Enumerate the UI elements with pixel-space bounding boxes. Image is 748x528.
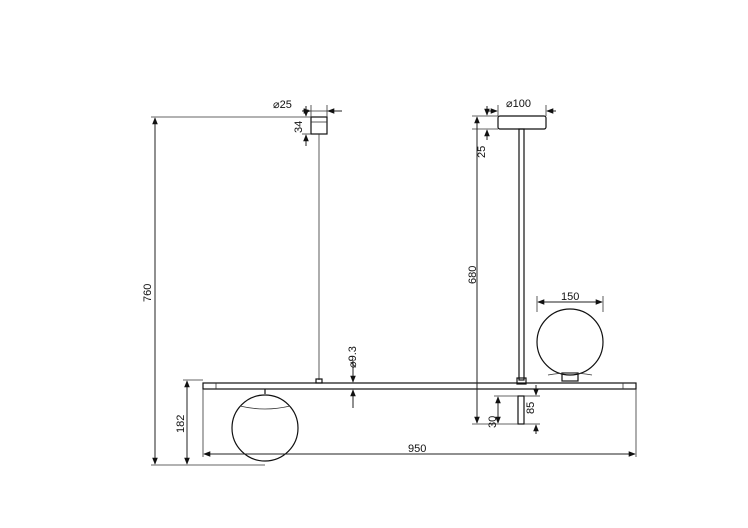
horizontal-bar: [202, 382, 637, 390]
label-rod-diameter: ⌀9.3: [347, 346, 359, 368]
dimension-labels: ⌀25 34 760 ⌀9.3 182 950 ⌀100 25 680 30 8…: [142, 98, 579, 455]
label-canopy-small-height: 34: [293, 121, 305, 133]
right-globe: [536, 308, 604, 376]
label-tip-height: 30: [487, 416, 499, 428]
bar-tip: [517, 395, 525, 425]
label-canopy-large-height: 25: [476, 146, 488, 158]
dimension-lines: [151, 105, 637, 466]
label-globe-drop-height: 182: [175, 415, 187, 433]
label-globe-diameter: 150: [561, 291, 579, 303]
front-view: [202, 116, 637, 462]
label-tip-length: 85: [525, 402, 537, 414]
label-total-height-left: 760: [142, 284, 154, 302]
label-canopy-large-diameter: ⌀100: [506, 98, 531, 110]
label-canopy-small-diameter: ⌀25: [273, 99, 292, 111]
side-view: [497, 115, 604, 425]
rod: [518, 128, 525, 381]
large-canopy: [497, 115, 547, 130]
label-total-height-right: 680: [467, 266, 479, 284]
small-canopy: [310, 116, 328, 135]
left-globe: [231, 394, 299, 462]
label-total-width: 950: [408, 443, 426, 455]
